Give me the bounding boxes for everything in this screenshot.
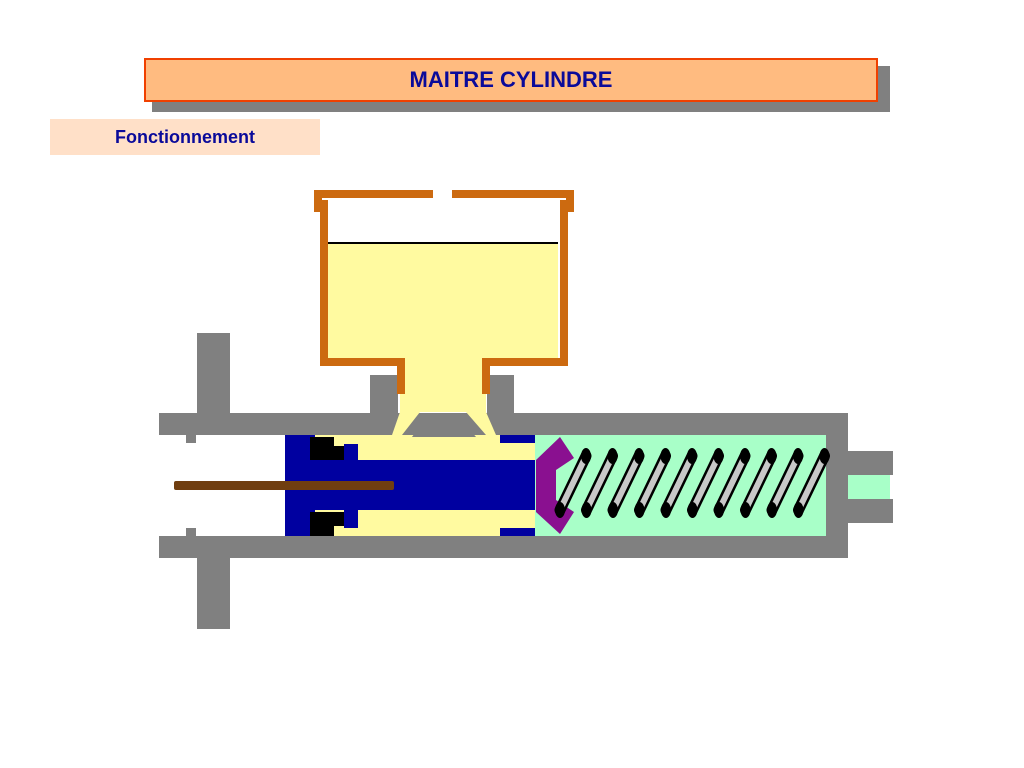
- port-divider: [412, 420, 476, 437]
- spring-coil: [769, 453, 801, 513]
- spring-coil: [583, 453, 616, 513]
- spring-coil-end: [793, 502, 804, 518]
- spring-coil-end: [767, 502, 777, 518]
- spring-coil-end: [661, 502, 671, 518]
- cylinder-body: [159, 375, 893, 558]
- spring-coil: [636, 453, 669, 513]
- spring-coil: [795, 453, 828, 513]
- page-subtitle: Fonctionnement: [115, 126, 255, 147]
- spring-coil: [716, 453, 748, 513]
- secondary-seal-top: [310, 437, 344, 460]
- spring-coil-end: [819, 448, 830, 464]
- title-banner: MAITRE CYLINDRE: [144, 58, 878, 102]
- spring-coil-end: [660, 448, 671, 464]
- spring-coil-end: [581, 448, 591, 464]
- spring-coil-end: [581, 502, 592, 518]
- spring-coil-end: [793, 448, 803, 464]
- page-title: MAITRE CYLINDRE: [409, 67, 613, 92]
- outlet-port: [848, 475, 890, 499]
- return-spring: [554, 448, 830, 518]
- spring-coil-end: [634, 448, 644, 464]
- spring-coil-end: [714, 502, 724, 518]
- spring-coil: [663, 453, 695, 513]
- spring-coil-end: [713, 448, 724, 464]
- mounting-flange: [186, 333, 230, 629]
- spring-coil-end: [634, 502, 645, 518]
- spring-coil-end: [608, 502, 618, 518]
- spring-coil: [557, 453, 589, 513]
- spring-coil: [742, 453, 775, 513]
- subtitle-banner: Fonctionnement: [50, 119, 320, 155]
- reservoir-fluid: [328, 243, 558, 412]
- spring-coil: [610, 453, 642, 513]
- push-rod: [174, 481, 394, 490]
- compensation-port: [392, 412, 420, 435]
- spring-coil-end: [766, 448, 777, 464]
- spring-coil-end: [740, 502, 751, 518]
- spring-coil: [689, 453, 722, 513]
- feed-port: [466, 412, 496, 435]
- spring-coil-end: [687, 502, 698, 518]
- spring-coil-end: [740, 448, 750, 464]
- spring-coil-end: [607, 448, 618, 464]
- reservoir: [314, 190, 574, 394]
- spring-coil-end: [687, 448, 697, 464]
- spring-coil-end: [555, 502, 565, 518]
- secondary-seal-bottom: [310, 512, 344, 536]
